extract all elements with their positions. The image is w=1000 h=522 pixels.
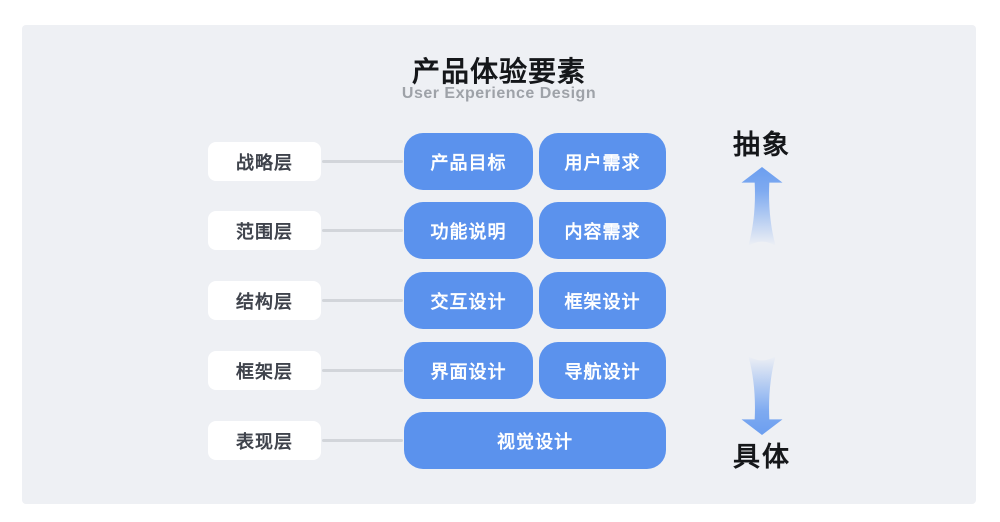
- layer-row-structure: 结构层 交互设计 框架设计: [22, 272, 976, 329]
- connector-line: [322, 369, 403, 372]
- axis-label-abstract: 抽象: [733, 130, 791, 160]
- element-box: 内容需求: [539, 202, 666, 259]
- connector-line: [322, 299, 403, 302]
- page-title: 产品体验要素: [411, 56, 586, 87]
- element-box: 导航设计: [539, 342, 666, 399]
- layer-row-strategy: 战略层 产品目标 用户需求: [22, 133, 976, 190]
- diagram-card: 产品体验要素 User Experience Design 战略层 产品目标 用…: [22, 25, 976, 504]
- axis-label-concrete: 具体: [733, 442, 791, 472]
- connector-line: [322, 160, 403, 163]
- element-box: 框架设计: [539, 272, 666, 329]
- element-box: 用户需求: [539, 133, 666, 190]
- layer-row-skeleton: 框架层 界面设计 导航设计: [22, 342, 976, 399]
- element-box: 产品目标: [404, 133, 533, 190]
- layer-label: 结构层: [208, 281, 321, 320]
- layer-row-scope: 范围层 功能说明 内容需求: [22, 202, 976, 259]
- arrow-down-icon: [740, 354, 784, 436]
- layer-label: 范围层: [208, 211, 321, 250]
- layer-label: 表现层: [208, 421, 321, 460]
- layer-row-surface: 表现层 视觉设计: [22, 412, 976, 469]
- page-subtitle: User Experience Design: [401, 85, 597, 102]
- layer-label: 框架层: [208, 351, 321, 390]
- element-box: 界面设计: [404, 342, 533, 399]
- arrow-up-icon: [740, 166, 784, 248]
- element-box: 视觉设计: [404, 412, 666, 469]
- element-box: 交互设计: [404, 272, 533, 329]
- layer-label: 战略层: [208, 142, 321, 181]
- connector-line: [322, 229, 403, 232]
- connector-line: [322, 439, 403, 442]
- element-box: 功能说明: [404, 202, 533, 259]
